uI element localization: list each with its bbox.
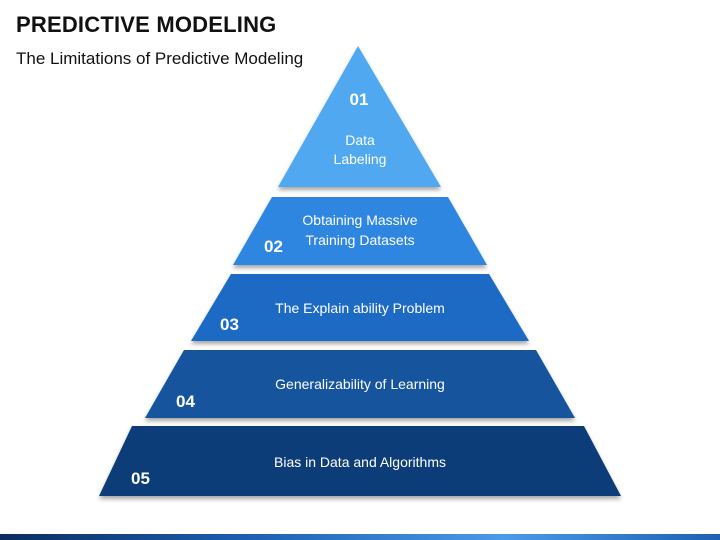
pyramid-tier-2: Obtaining Massive Training Datasets 02 <box>233 197 487 265</box>
pyramid-tier-1: 01 Data Labeling <box>278 46 441 187</box>
tier-1-number: 01 <box>350 90 369 109</box>
tier-2-number: 02 <box>264 237 283 256</box>
tier-1-shape <box>278 46 441 187</box>
tier-4-label: Generalizability of Learning <box>275 376 445 392</box>
tier-4-shape <box>145 350 575 418</box>
slide-subtitle: The Limitations of Predictive Modeling <box>16 49 304 68</box>
tier-1-label-line-1: Data <box>345 132 375 148</box>
footer-accent-bar <box>0 534 720 540</box>
tier-5-shape <box>99 426 621 496</box>
tier-5-number: 05 <box>131 469 150 488</box>
pyramid-tier-3: The Explain ability Problem 03 <box>191 274 529 341</box>
pyramid-tier-5: Bias in Data and Algorithms 05 <box>99 426 621 496</box>
pyramid-tier-4: Generalizability of Learning 04 <box>145 350 575 418</box>
tier-5-label: Bias in Data and Algorithms <box>274 454 446 470</box>
tier-2-label-line-1: Obtaining Massive <box>302 212 417 228</box>
tier-3-shape <box>191 274 529 341</box>
tier-3-label: The Explain ability Problem <box>275 300 445 316</box>
tier-2-label-line-2: Training Datasets <box>305 232 414 248</box>
tier-3-number: 03 <box>220 315 239 334</box>
tier-4-number: 04 <box>176 392 195 411</box>
tier-2-shape <box>233 197 487 265</box>
tier-1-label-line-2: Labeling <box>334 151 387 167</box>
slide-title: PREDICTIVE MODELING <box>16 12 277 37</box>
